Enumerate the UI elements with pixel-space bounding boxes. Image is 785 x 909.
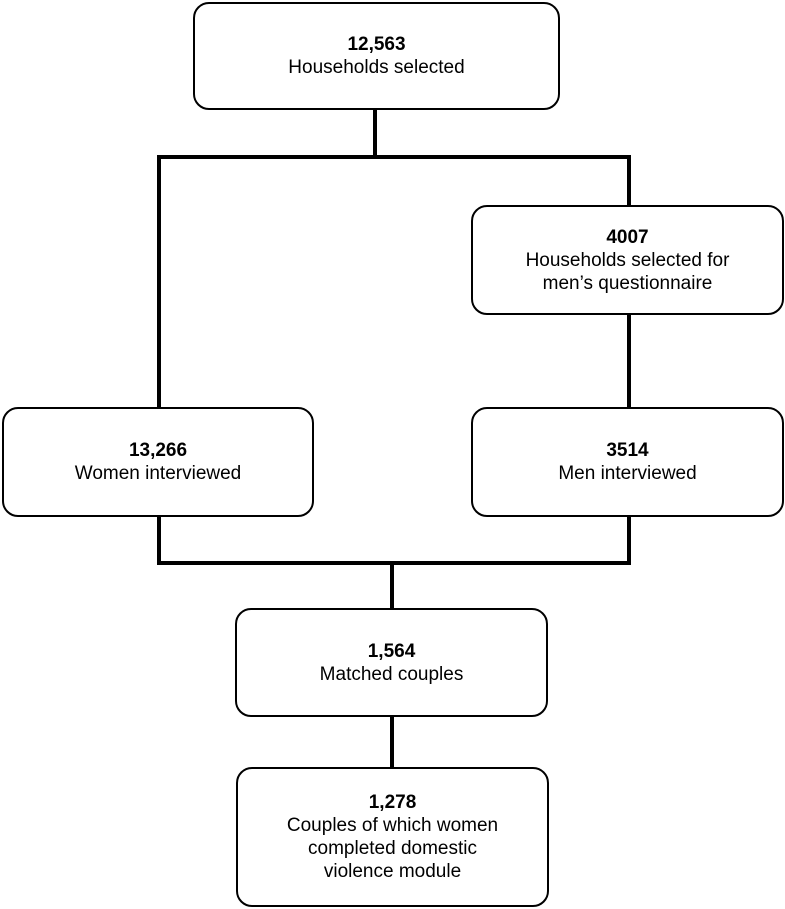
node-label: Women interviewed — [74, 463, 242, 484]
node-count: 12,563 — [347, 34, 406, 55]
node-label: Households selected for men’s questionna… — [525, 249, 730, 294]
node-matched-couples: 1,564 Matched couples — [235, 608, 548, 717]
connector-households-down — [373, 110, 377, 157]
connector-right-to-men-households — [627, 155, 631, 206]
node-households-selected: 12,563 Households selected — [193, 2, 560, 110]
connector-men-down — [627, 516, 631, 564]
node-count: 4007 — [606, 226, 649, 248]
connector-top-horizontal — [157, 155, 631, 159]
node-label: Men interviewed — [558, 463, 697, 484]
node-count: 13,266 — [128, 440, 188, 461]
node-men-interviewed: 3514 Men interviewed — [471, 407, 784, 517]
node-count: 3514 — [606, 440, 649, 461]
connector-bottom-horizontal — [157, 561, 631, 565]
node-count: 1,564 — [367, 640, 416, 662]
node-men-households: 4007 Households selected for men’s quest… — [471, 205, 784, 315]
node-label: Matched couples — [319, 663, 464, 685]
node-dv-module: 1,278 Couples of which women completed d… — [236, 767, 549, 907]
node-count: 1,278 — [368, 792, 417, 813]
connector-to-couples — [390, 561, 394, 609]
connector-couples-to-dv — [390, 716, 394, 768]
node-label: Couples of which women completed domesti… — [286, 815, 499, 882]
connector-men-households-to-men — [627, 314, 631, 408]
node-label: Households selected — [288, 57, 465, 78]
node-women-interviewed: 13,266 Women interviewed — [2, 407, 314, 517]
connector-women-down — [157, 516, 161, 564]
connector-left-to-women — [157, 155, 161, 408]
